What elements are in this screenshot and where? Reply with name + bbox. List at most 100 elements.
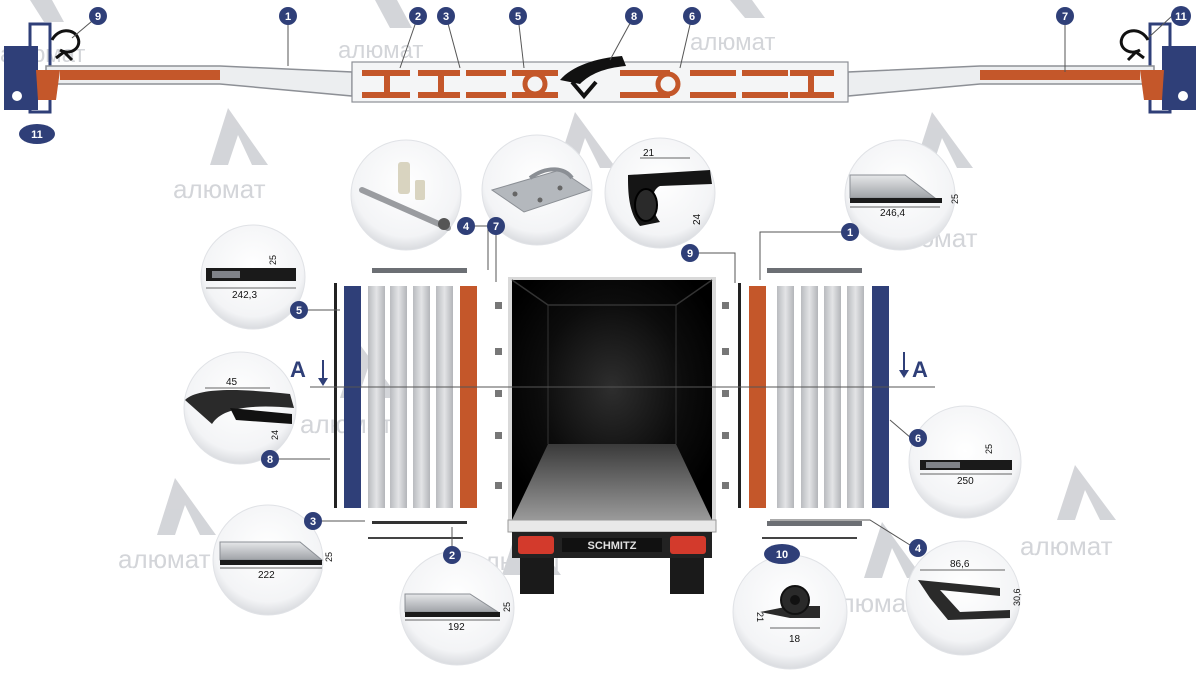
center-profile-chain [351,56,849,103]
watermark-text: алюмат [690,29,775,56]
svg-text:6: 6 [689,11,695,23]
detail-disc-part-5: 242,3 25 [200,224,306,330]
badge-part-7: 7 [487,217,505,235]
dim-label: 24 [692,213,703,225]
svg-text:8: 8 [267,454,273,466]
detail-disc-part-7 [481,134,593,246]
detail-disc-part-6: 250 25 [908,405,1022,519]
badge-part-8: 8 [261,450,279,468]
callout-badge: 6 [683,7,701,25]
dim-label: 86,6 [950,559,970,570]
svg-text:7: 7 [1062,11,1068,23]
svg-text:8: 8 [631,11,637,23]
trailer-brand: SCHMITZ [588,540,637,552]
watermark-logo [30,0,64,22]
detail-disc-part-4: 86,6 30,6 [905,540,1022,656]
section-marker-left: A [290,357,306,382]
svg-text:3: 3 [310,516,316,528]
watermark-logo [730,0,765,18]
right-door-exploded [738,268,889,539]
dim-label: 25 [984,444,994,454]
dim-label: 192 [448,622,465,633]
watermark-logo [210,108,268,165]
watermark-text: алюмат [173,174,266,204]
callout-badge: 9 [89,7,107,25]
svg-text:6: 6 [915,433,921,445]
badge-part-3: 3 [304,512,322,530]
detail-disc-part-9: 21 24 [604,137,716,249]
callout-badge: 2 [409,7,427,25]
leader-lines [277,225,912,548]
end-seal-right [1119,29,1150,62]
detail-disc-part-8: 45 24 [183,351,297,465]
svg-text:7: 7 [493,221,499,233]
callout-badge: 3 [437,7,455,25]
section-cut-line: A A [290,352,935,388]
detail-disc-part-1: 246,4 25 [844,139,960,251]
svg-text:4: 4 [463,221,470,233]
svg-text:1: 1 [847,227,853,239]
dim-label: 250 [957,476,974,487]
svg-text:5: 5 [515,11,521,23]
svg-text:11: 11 [31,129,43,141]
right-door-panel [847,65,1164,100]
callout-badge: 11 [19,124,55,144]
badge-part-5: 5 [290,301,308,319]
badge-part-2: 2 [443,546,461,564]
detail-disc-part-3: 222 25 [212,504,334,616]
svg-text:2: 2 [415,11,421,23]
left-door-panel [36,65,353,100]
watermark-text: алюмат [338,37,423,64]
badge-part-1: 1 [841,223,859,241]
detail-discs: 242,3 25 21 24 [183,134,1022,670]
svg-text:9: 9 [95,11,101,23]
dim-label: 25 [324,552,334,562]
section-marker-right: A [912,357,928,382]
dim-label: 45 [226,377,238,388]
detail-disc-hardware [350,139,462,251]
badge-part-4-top: 4 [457,217,475,235]
callout-badge: 8 [625,7,643,25]
right-corner-post [1148,22,1196,114]
dim-label: 21 [755,612,765,622]
svg-text:4: 4 [915,543,922,555]
badge-part-4: 4 [909,539,927,557]
dim-label: 24 [270,430,280,440]
svg-text:10: 10 [776,549,788,561]
watermark-text: алюмат [1020,531,1113,561]
detail-disc-part-2: 192 25 [399,550,515,666]
callout-badge: 5 [509,7,527,25]
dim-label: 18 [789,634,801,645]
svg-text:3: 3 [443,11,449,23]
dim-label: 222 [258,570,275,581]
trailer-rear-view: SCHMITZ [495,277,729,594]
watermark-text: алюмат [118,544,211,574]
dim-label: 25 [268,255,278,265]
dim-label: 25 [950,194,960,204]
left-door-exploded [334,268,477,539]
badge-part-9: 9 [681,244,699,262]
dim-label: 246,4 [880,208,905,219]
svg-text:9: 9 [687,248,693,260]
watermark-logo [375,0,412,28]
callout-badge: 7 [1056,7,1074,25]
dim-label: 242,3 [232,290,257,301]
svg-text:5: 5 [296,305,302,317]
dim-label: 21 [643,148,655,159]
dim-label: 30,6 [1012,588,1022,606]
badge-part-10: 10 [764,544,800,564]
svg-text:11: 11 [1175,11,1187,23]
svg-text:2: 2 [449,550,455,562]
left-corner-post [4,22,52,114]
end-seal-left [50,29,81,62]
detail-disc-part-10: 18 21 [732,554,848,670]
section-view [4,15,1196,114]
watermark-logo [1057,465,1116,520]
badge-part-6: 6 [909,429,927,447]
callout-badge: 11 [1171,6,1191,26]
hinge-blocks [495,302,729,489]
watermark-logo [864,522,923,578]
watermark-logo [157,478,216,535]
dim-label: 25 [502,602,512,612]
